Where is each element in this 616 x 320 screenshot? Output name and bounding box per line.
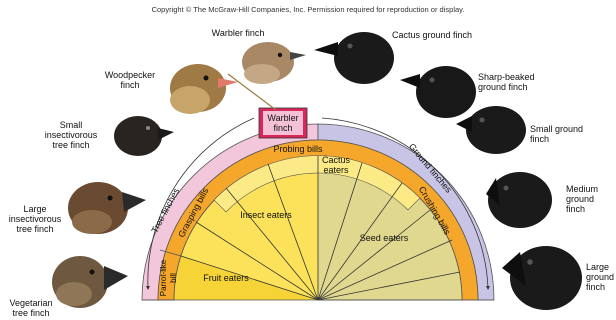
label-cactus-ground-finch: Cactus ground finch [392, 30, 512, 40]
parrot-bill-label-2: bill [169, 273, 178, 283]
warbler-box-label-2: finch [273, 123, 292, 133]
parrot-bill-label-1: Parrot-like [159, 259, 168, 296]
vegetarian-finch-head [52, 256, 128, 308]
small-ground-finch-head [456, 106, 526, 154]
large-ground-finch-head [502, 246, 582, 310]
sharp-beaked-ground-finch-head [400, 66, 476, 118]
warbler-finch-head [242, 42, 306, 84]
cactus-eaters-label-2: eaters [323, 165, 349, 175]
warbler-box-label-1: Warbler [267, 113, 298, 123]
fruit-eaters-label: Fruit eaters [203, 273, 249, 283]
woodpecker-finch-head [170, 64, 238, 114]
large-insectivorous-finch-head [68, 182, 146, 234]
seed-eaters-label: Seed eaters [360, 233, 409, 243]
medium-ground-finch-head [486, 172, 552, 228]
insect-eaters-label: Insect eaters [240, 210, 292, 220]
cactus-ground-finch-head [314, 32, 394, 84]
probing-bills-label: Probing bills [273, 144, 323, 154]
small-insectivorous-finch-head [114, 116, 174, 156]
label-warbler-finch: Warbler finch [198, 28, 278, 38]
cactus-eaters-label-1: Cactus [322, 155, 351, 165]
